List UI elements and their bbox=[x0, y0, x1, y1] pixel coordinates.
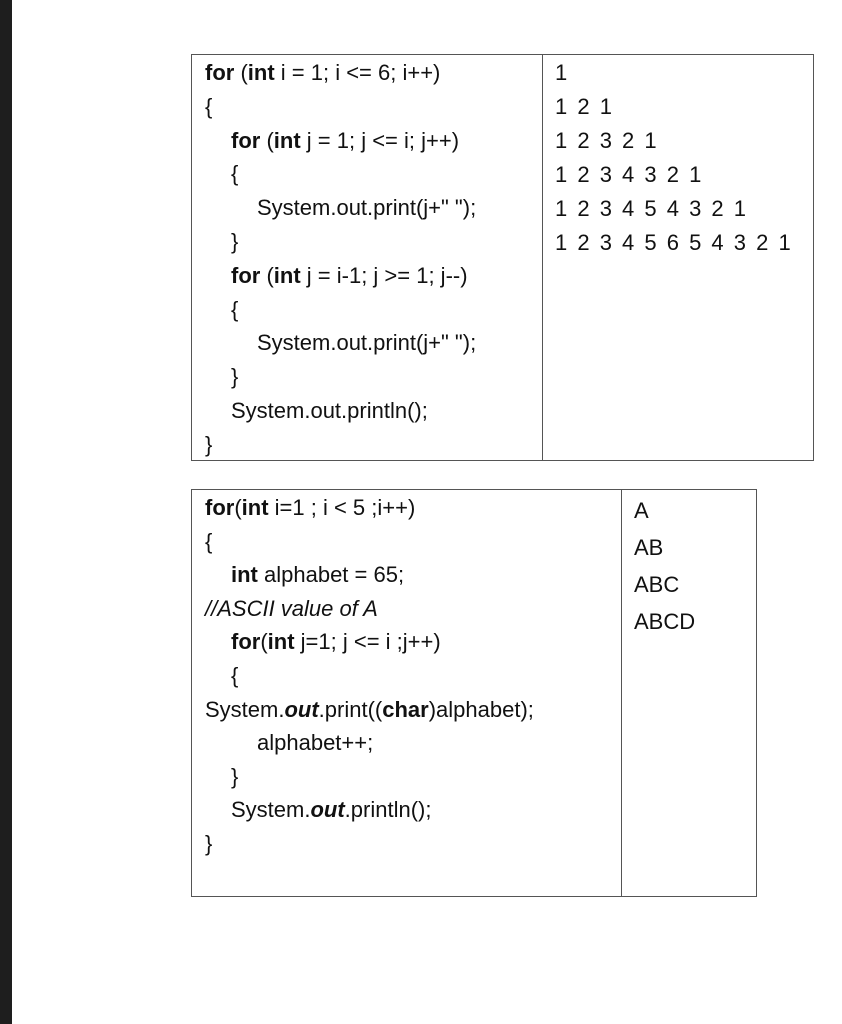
table2-code-line: } bbox=[205, 831, 212, 857]
table1-code-line: System.out.println(); bbox=[231, 398, 428, 424]
code-token: { bbox=[205, 528, 213, 554]
table2-code-line: System.out.println(); bbox=[231, 797, 431, 823]
table1-code-line: for (int j = 1; j <= i; j++) bbox=[231, 128, 459, 154]
code-token: { bbox=[231, 296, 239, 322]
code-token: System. bbox=[205, 696, 285, 722]
code-token: } bbox=[231, 229, 239, 254]
code-token: int bbox=[231, 562, 258, 588]
table1-code-line: } bbox=[231, 364, 238, 390]
code-token: int bbox=[241, 495, 269, 520]
code-token: } bbox=[205, 831, 213, 856]
code-token: j = i-1; j >= 1; j--) bbox=[300, 262, 468, 288]
code-token: out bbox=[310, 797, 345, 823]
code-token: ( bbox=[260, 262, 274, 288]
table1-code-line: { bbox=[205, 94, 212, 120]
code-token: i = 1; i <= 6; i++) bbox=[274, 60, 441, 85]
code-token: ( bbox=[260, 629, 268, 655]
code-token: char bbox=[382, 696, 429, 722]
table2-code-line: System.out.print((char)alphabet); bbox=[205, 697, 534, 723]
table1-output-line: 1 2 3 4 3 2 1 bbox=[555, 162, 704, 187]
table1-code-line: { bbox=[231, 297, 238, 323]
left-edge-bar bbox=[0, 0, 12, 1024]
table2-code-line: alphabet++; bbox=[257, 730, 373, 756]
code-token: System. bbox=[231, 797, 311, 823]
table-alphabet-pattern: for(int i=1 ; i < 5 ;i++){int alphabet =… bbox=[191, 489, 757, 897]
code-cell-1: for (int i = 1; i <= 6; i++){for (int j … bbox=[192, 55, 543, 460]
code-token: int bbox=[273, 262, 301, 288]
code-token: for bbox=[205, 60, 235, 85]
code-token: j=1; j <= i ;j++) bbox=[294, 629, 441, 655]
table2-code-line: for(int i=1 ; i < 5 ;i++) bbox=[205, 495, 415, 521]
code-token: .print(( bbox=[318, 696, 383, 722]
table1-code-line: { bbox=[231, 161, 238, 187]
code-token: ( bbox=[234, 495, 242, 520]
output-cell-2: A AB ABC ABCD bbox=[622, 490, 756, 896]
table1-output-line: 1 2 1 bbox=[555, 94, 614, 119]
code-token: )alphabet); bbox=[428, 696, 534, 722]
table1-code-line: System.out.print(j+" "); bbox=[257, 330, 476, 356]
table2-code-line: { bbox=[231, 663, 238, 689]
code-token: int bbox=[267, 629, 295, 655]
table2-code-line: //ASCII value of A bbox=[205, 596, 378, 622]
code-token: ( bbox=[234, 60, 248, 85]
code-token: } bbox=[231, 364, 239, 390]
code-token: { bbox=[231, 161, 239, 187]
table2-code-line: } bbox=[231, 764, 238, 790]
code-token: System.out.println(); bbox=[231, 398, 428, 423]
table2-code-line: { bbox=[205, 529, 212, 555]
output-cell-1: 1 1 2 1 1 2 3 2 1 1 2 3 4 3 2 1 1 2 3 4 5 4 … bbox=[543, 55, 813, 460]
code-token: alphabet++; bbox=[257, 730, 374, 756]
code-token: j = 1; j <= i; j++) bbox=[300, 127, 460, 153]
table2-output-line: ABCD bbox=[634, 609, 696, 634]
code-token: //ASCII value of A bbox=[205, 595, 378, 621]
table1-output-line: 1 2 3 4 5 6 5 4 3 2 1 bbox=[555, 230, 793, 255]
code-token: out bbox=[284, 696, 319, 722]
code-token: i=1 ; i < 5 ;i++) bbox=[268, 495, 416, 520]
code-token: for bbox=[231, 127, 261, 153]
code-token: } bbox=[231, 763, 239, 789]
table2-code-line: int alphabet = 65; bbox=[231, 562, 404, 588]
code-token: for bbox=[231, 262, 261, 288]
table2-code-line: for(int j=1; j <= i ;j++) bbox=[231, 629, 441, 655]
code-token: { bbox=[205, 93, 213, 119]
table1-code-line: } bbox=[231, 229, 238, 255]
table1-output-line: 1 2 3 4 5 4 3 2 1 bbox=[555, 196, 749, 221]
table1-output-line: 1 bbox=[555, 60, 570, 85]
code-token: { bbox=[231, 663, 239, 688]
table1-code-line: System.out.print(j+" "); bbox=[257, 195, 476, 221]
code-token: } bbox=[205, 431, 213, 457]
table2-output-line: AB bbox=[634, 535, 664, 560]
code-token: System.out.print(j+" "); bbox=[257, 195, 477, 221]
code-cell-2: for(int i=1 ; i < 5 ;i++){int alphabet =… bbox=[192, 490, 622, 896]
table1-code-line: for (int i = 1; i <= 6; i++) bbox=[205, 60, 440, 86]
code-token: for bbox=[231, 629, 261, 655]
table1-output-line: 1 2 3 2 1 bbox=[555, 128, 659, 153]
code-token: ( bbox=[260, 127, 274, 153]
code-token: System.out.print(j+" "); bbox=[257, 330, 477, 356]
table1-code-line: for (int j = i-1; j >= 1; j--) bbox=[231, 263, 468, 289]
table1-code-line: } bbox=[205, 432, 212, 458]
code-token: alphabet = 65; bbox=[257, 562, 405, 588]
table-nested-loop-numbers: for (int i = 1; i <= 6; i++){for (int j … bbox=[191, 54, 814, 461]
code-token: int bbox=[273, 127, 301, 153]
code-token: for bbox=[205, 495, 235, 520]
code-token: .println(); bbox=[344, 797, 432, 823]
code-token: int bbox=[247, 60, 275, 85]
table2-output-line: A bbox=[634, 498, 649, 523]
table2-output-line: ABC bbox=[634, 572, 680, 597]
